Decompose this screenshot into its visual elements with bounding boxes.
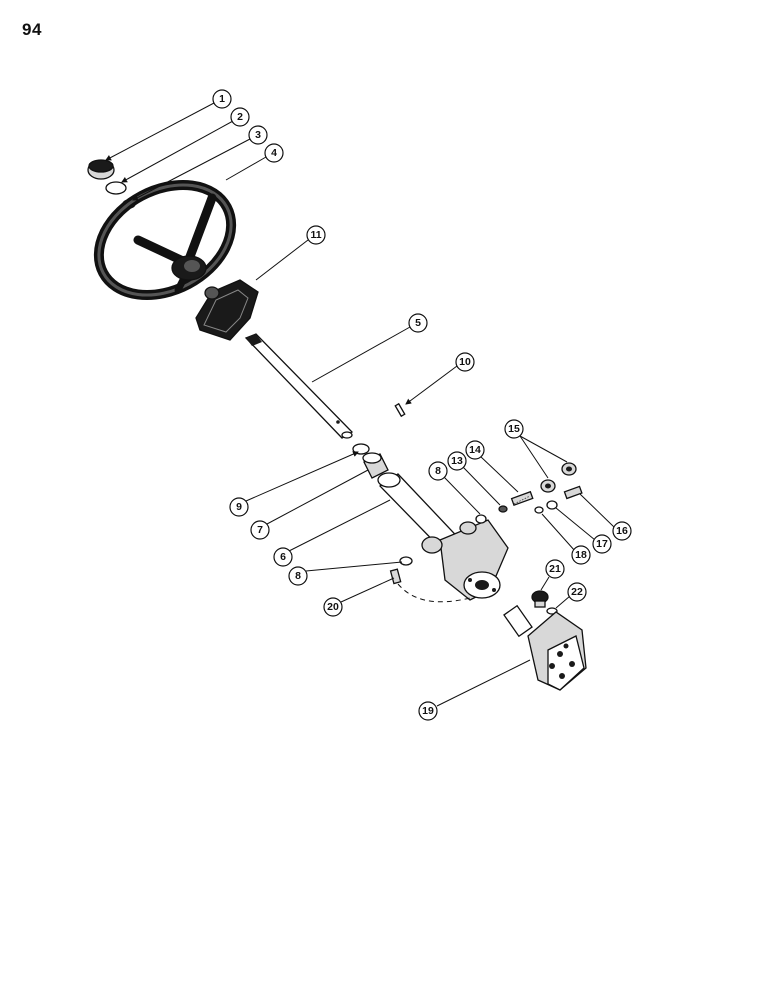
callout-16: 16 (612, 521, 632, 541)
part-fitting (531, 590, 549, 608)
part-column-boot (195, 279, 259, 341)
callout-label: 21 (549, 563, 561, 575)
callout-9: 9 (229, 497, 249, 517)
part-roll-pin (394, 402, 406, 418)
part-steering-shaft (244, 333, 354, 439)
callout-label: 14 (469, 444, 481, 456)
part-bolt (563, 485, 583, 500)
part-washer (546, 500, 558, 510)
callout-7: 7 (250, 520, 270, 540)
callout-label: 10 (459, 356, 471, 368)
part-dowel-pin-lower (399, 556, 413, 566)
callout-15: 15 (504, 419, 524, 439)
callout-label: 4 (271, 147, 277, 159)
callout-20: 20 (323, 597, 343, 617)
callout-5: 5 (408, 313, 428, 333)
callout-18: 18 (571, 545, 591, 565)
callout-label: 11 (310, 229, 321, 241)
callout-11: 11 (306, 225, 326, 245)
part-cap (87, 159, 115, 180)
part-dowel-pin (475, 514, 487, 524)
callout-21: 21 (545, 559, 565, 579)
part-screw (389, 568, 402, 585)
callout-label: 5 (415, 317, 421, 329)
callout-label: 15 (508, 423, 520, 435)
callout-label: 20 (327, 601, 339, 613)
callout-label: 8 (435, 465, 441, 477)
part-lock-nut (540, 462, 577, 493)
callout-17: 17 (592, 534, 612, 554)
part-washer-small (534, 506, 544, 514)
callout-6: 6 (273, 547, 293, 567)
callout-label: 18 (575, 549, 587, 561)
callout-label: 17 (596, 538, 608, 550)
assembly-path (397, 583, 471, 603)
callout-label: 6 (280, 551, 286, 563)
part-column-housing (377, 472, 509, 601)
callout-label: 13 (451, 455, 463, 467)
callout-22: 22 (567, 582, 587, 602)
callout-14: 14 (465, 440, 485, 460)
callout-3: 3 (248, 125, 268, 145)
callout-1: 1 (212, 89, 232, 109)
callout-label: 22 (571, 586, 583, 598)
callout-label: 19 (422, 705, 434, 717)
callout-label: 7 (257, 524, 263, 536)
part-retaining-ring (105, 181, 127, 195)
page-number: 94 (22, 20, 42, 39)
callout-label: 2 (237, 111, 243, 123)
leader-lines (105, 102, 615, 707)
callout-label: 8 (295, 570, 301, 582)
part-ring (352, 443, 370, 455)
callout-label: 16 (616, 525, 628, 537)
callout-label: 1 (219, 93, 225, 105)
callout-13: 13 (447, 451, 467, 471)
part-steering-valve (503, 604, 587, 691)
callout-label: 9 (236, 501, 242, 513)
callout-label: 3 (255, 129, 261, 141)
callout-10: 10 (455, 352, 475, 372)
callout-4: 4 (264, 143, 284, 163)
part-stud (510, 490, 534, 507)
part-small-pin (498, 505, 508, 513)
part-bushing (362, 452, 389, 479)
callout-8: 8 (428, 461, 448, 481)
callout-2: 2 (230, 107, 250, 127)
callout-19: 19 (418, 701, 438, 721)
callout-8-lower: 8 (288, 566, 308, 586)
